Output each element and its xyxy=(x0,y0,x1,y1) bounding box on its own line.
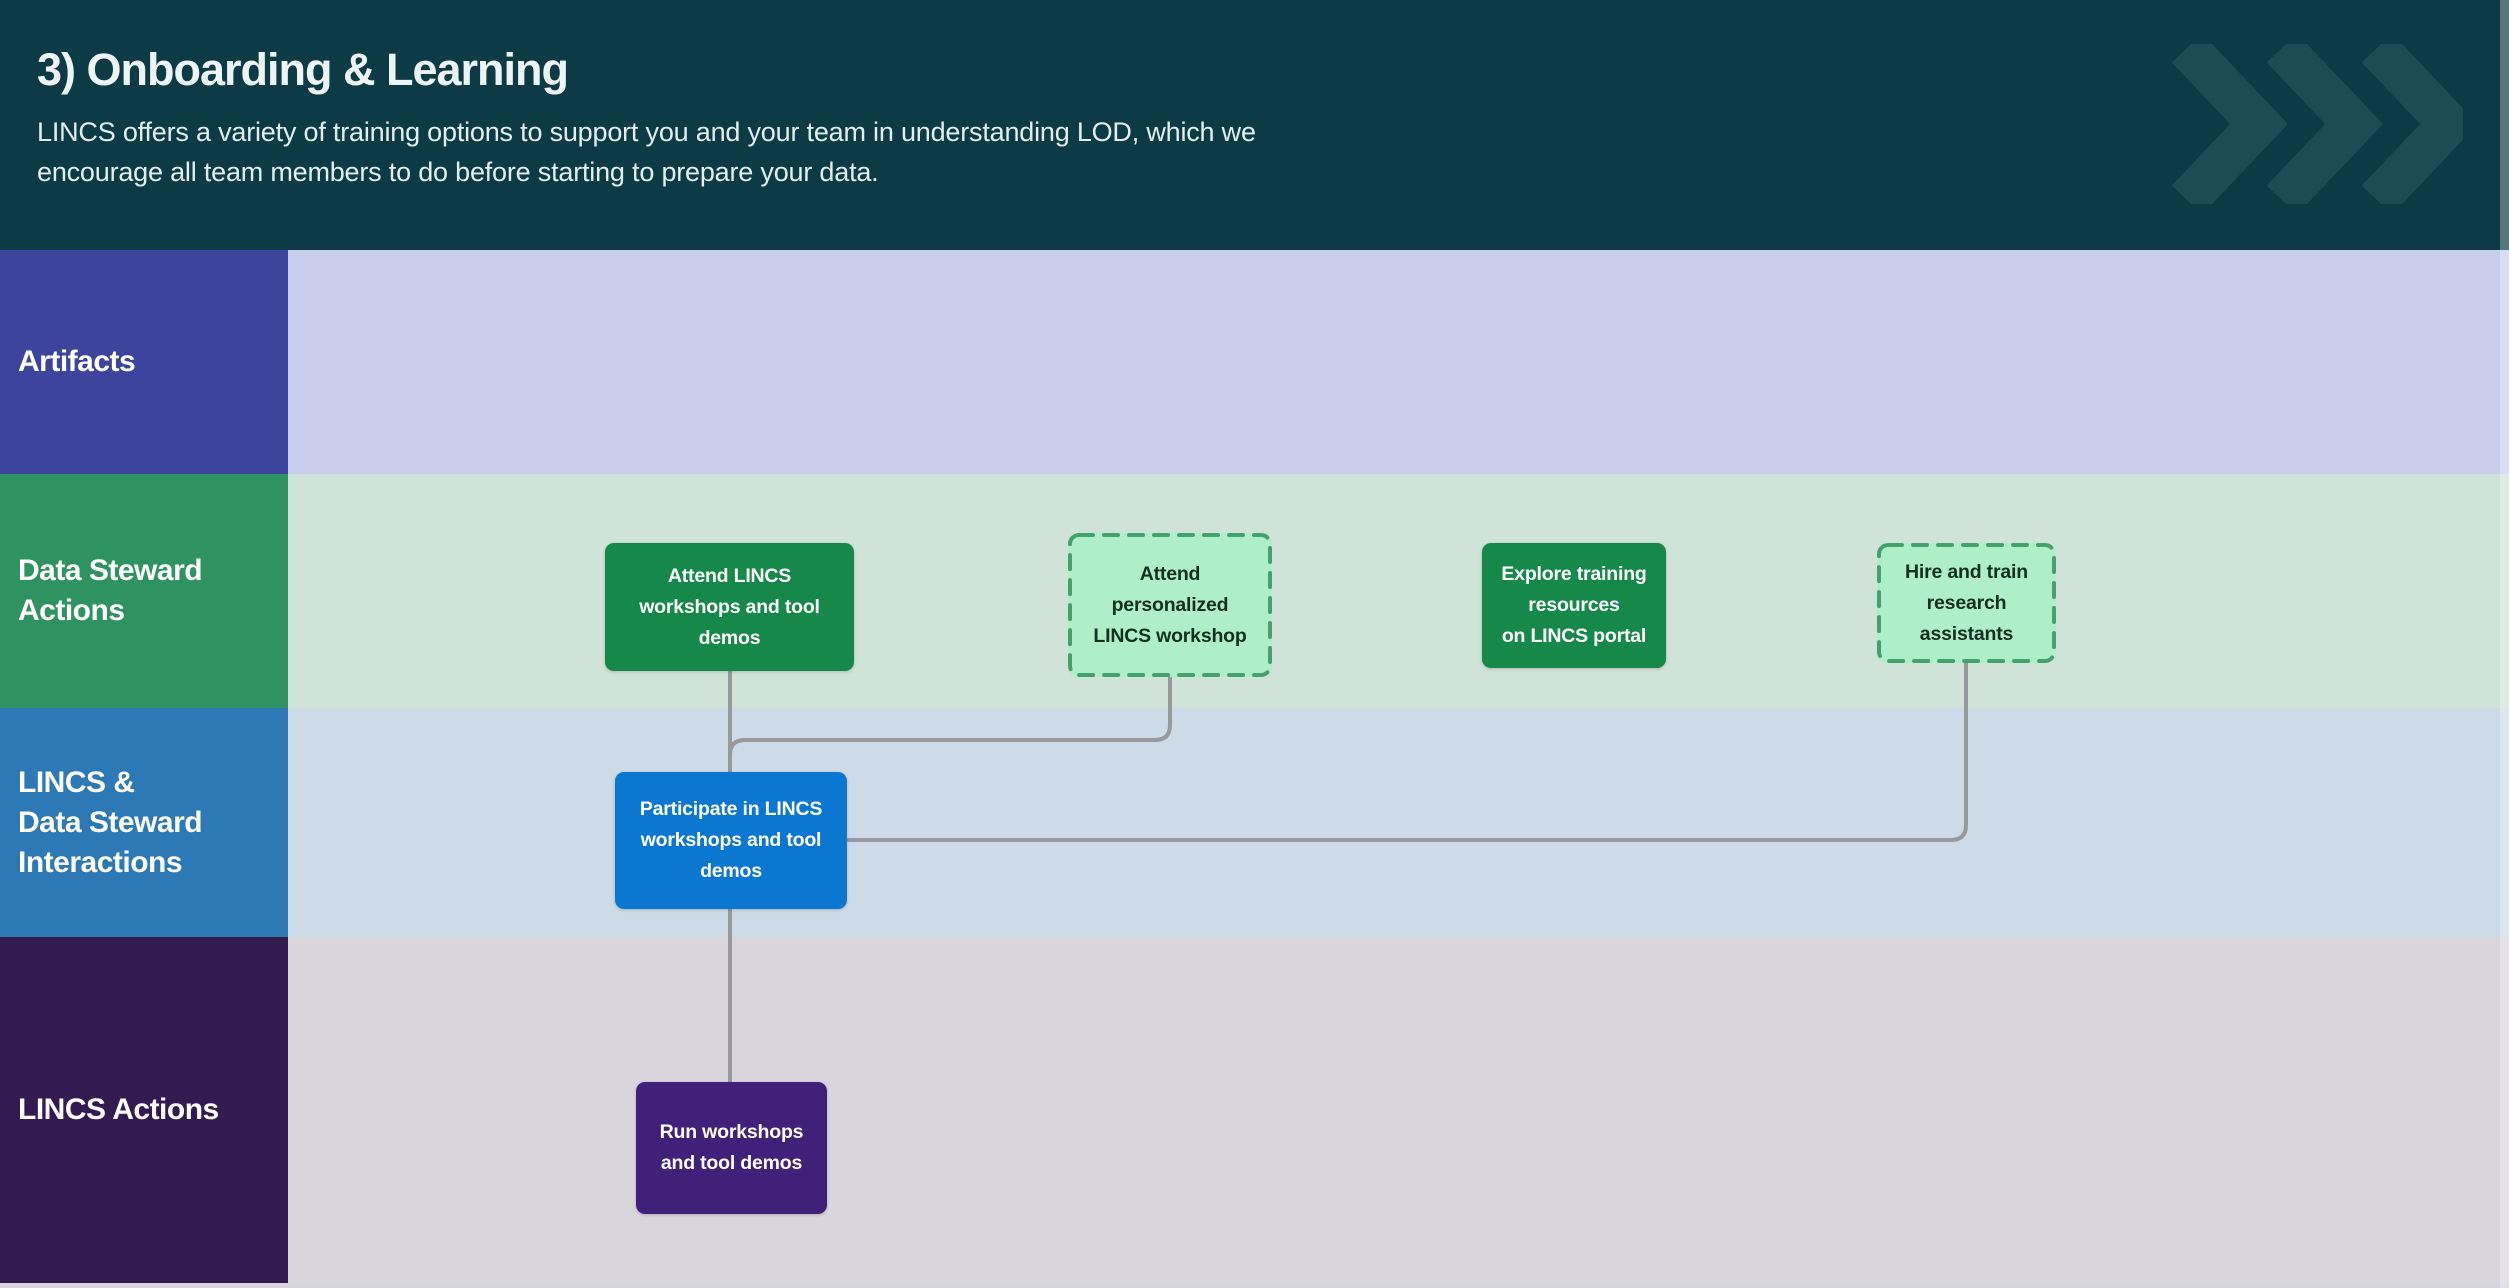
lane-label-artifacts: Artifacts xyxy=(18,345,136,378)
header: 3) Onboarding & Learning LINCS offers a … xyxy=(0,0,2509,250)
sidebar-artifacts: Artifacts xyxy=(0,250,288,474)
lane-label-data-steward-actions: Data Steward Actions xyxy=(18,554,203,627)
chevron-right-icon xyxy=(2266,44,2383,204)
node-label: Attend personalized LINCS workshop xyxy=(1093,562,1247,647)
sidebar-data-steward-actions: Data Steward Actions xyxy=(0,474,288,708)
node-explore-training-resources: Explore training resources on LINCS port… xyxy=(1482,543,1666,668)
sidebar-lincs-actions: LINCS Actions xyxy=(0,937,288,1283)
lane-lincs-actions xyxy=(0,937,2509,1283)
node-attend-lincs-workshops: Attend LINCS workshops and tool demos xyxy=(605,543,854,671)
page-subtitle: LINCS offers a variety of training optio… xyxy=(37,117,1256,187)
lane-label-lincs-data-steward-interactions: LINCS & Data Steward Interactions xyxy=(18,765,203,879)
chevron-right-icon xyxy=(2361,44,2463,204)
header-chevrons xyxy=(2171,44,2463,204)
scrollbar[interactable] xyxy=(2500,0,2509,1288)
node-run-workshops: Run workshops and tool demos xyxy=(636,1082,827,1214)
lane-artifacts xyxy=(0,250,2509,474)
chevron-right-icon xyxy=(2171,44,2288,204)
lane-label-lincs-actions: LINCS Actions xyxy=(18,1093,219,1126)
node-participate-workshops: Participate in LINCS workshops and tool … xyxy=(615,772,847,909)
node-hire-train-assistants: Hire and train research assistants xyxy=(1877,543,2056,663)
node-attend-personalized-workshop: Attend personalized LINCS workshop xyxy=(1068,533,1272,677)
node-label: Hire and train research assistants xyxy=(1905,560,2028,645)
diagram-bottom-edge xyxy=(0,1283,2509,1288)
page-title: 3) Onboarding & Learning xyxy=(37,44,569,95)
lane-lincs-data-steward-interactions xyxy=(0,708,2509,937)
sidebar-lincs-data-steward-interactions: LINCS & Data Steward Interactions xyxy=(0,708,288,937)
